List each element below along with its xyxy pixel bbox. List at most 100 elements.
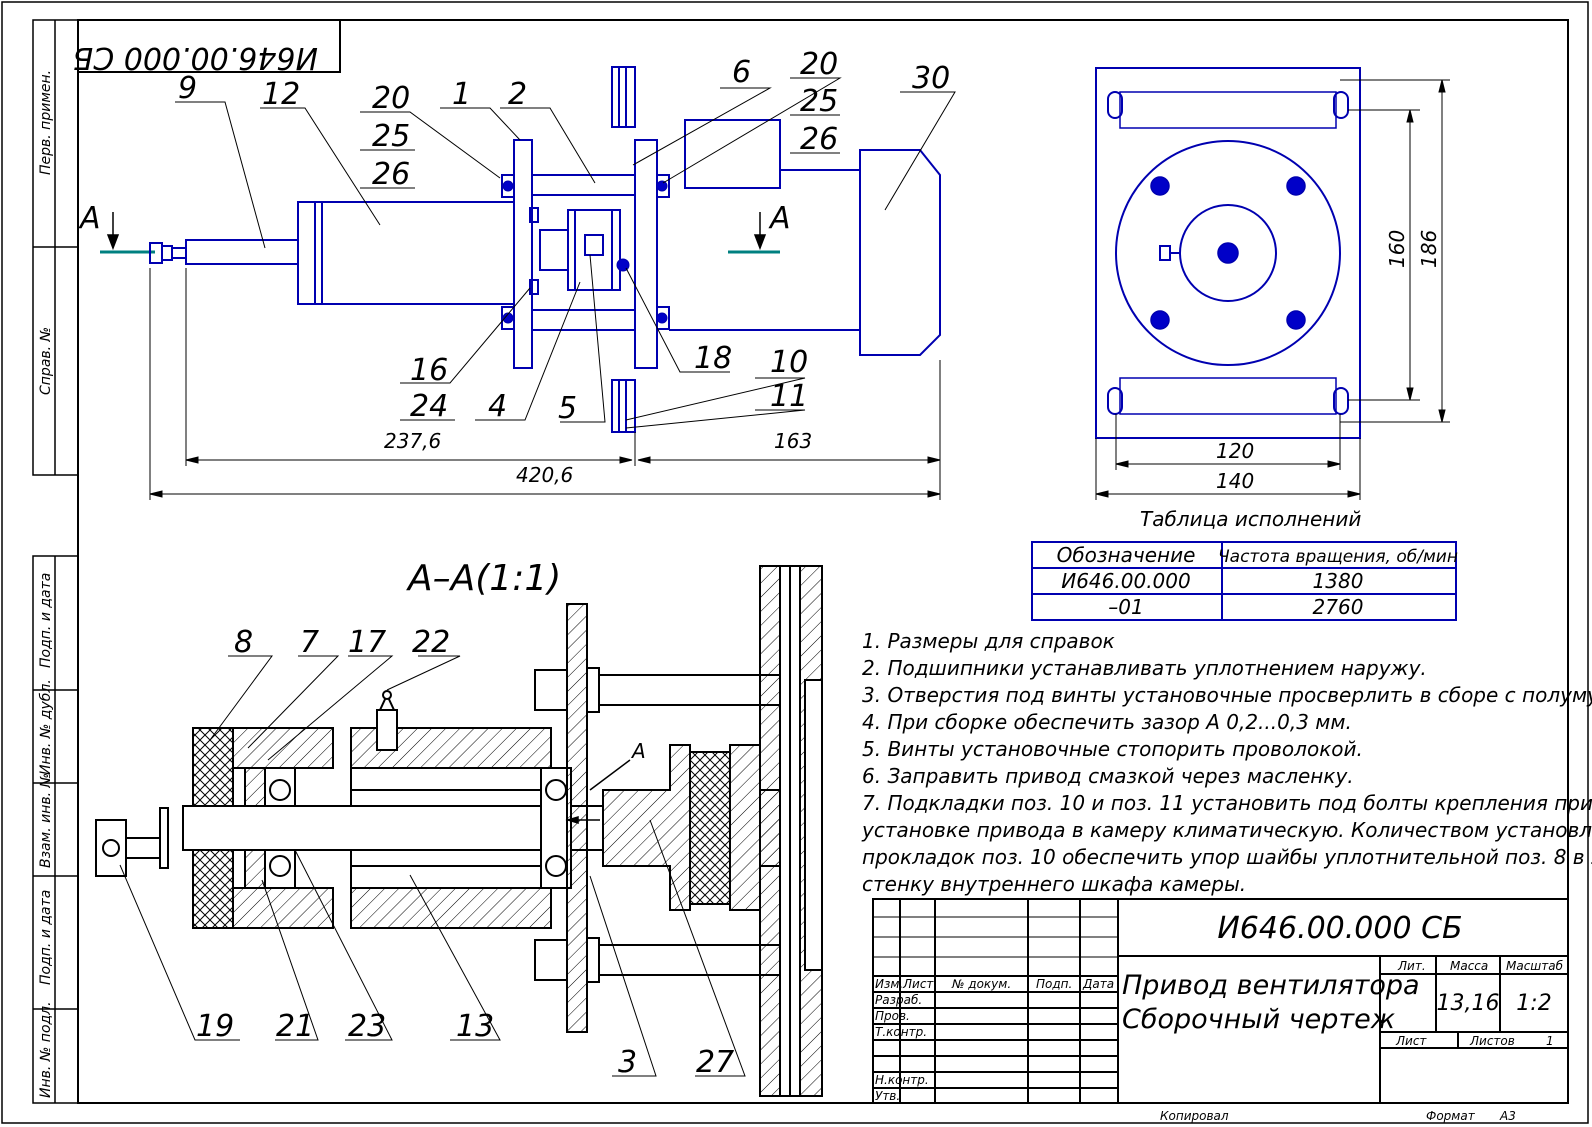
format-value: А3	[1499, 1109, 1516, 1123]
stamp-header-izm: Изм.	[875, 977, 903, 991]
top-dimension-lines	[149, 268, 941, 500]
section-title: А–А(1:1)	[406, 558, 561, 599]
title-line-1: Привод вентилятора	[1122, 970, 1420, 1001]
sheet-label: Лист	[1395, 1034, 1427, 1048]
note-7-line3: прокладок поз. 10 обеспечить упор шайбы …	[862, 845, 1592, 869]
scale-value: 1:2	[1516, 991, 1551, 1016]
title-block-text: Изм. Лист № докум. Подп. Дата Разраб. Пр…	[875, 911, 1564, 1123]
copied-label: Копировал	[1160, 1109, 1229, 1123]
dim-420-6: 420,6	[516, 463, 573, 487]
callout-10: 10	[770, 345, 808, 380]
note-3: 3. Отверстия под винты установочные прос…	[862, 683, 1592, 707]
callout-6: 6	[732, 55, 751, 90]
callout-25b: 25	[800, 84, 838, 119]
callout-23: 23	[348, 1009, 386, 1044]
gap-marker	[565, 759, 631, 825]
side-label-2: Подп. и дата	[38, 573, 54, 668]
table-row-2-frequency: 2760	[1313, 595, 1364, 619]
mass-label: Масса	[1450, 959, 1488, 973]
stamp-row-tech-control: Т.контр.	[875, 1025, 927, 1039]
callout-21: 21	[276, 1009, 314, 1044]
callout-17: 17	[348, 625, 386, 660]
side-label-3: Инв. № дубл.	[38, 679, 54, 775]
callout-11: 11	[770, 379, 808, 414]
table-header-frequency: Частота вращения, об/мин	[1218, 547, 1458, 567]
table-header-designation: Обозначение	[1057, 543, 1196, 567]
stamp-header-date: Дата	[1082, 977, 1114, 991]
section-leader-lines	[119, 655, 746, 1077]
side-label-0: Перв. примен.	[38, 70, 54, 175]
callout-20a: 20	[372, 81, 410, 116]
dim-237-6: 237,6	[384, 429, 441, 453]
callout-26a: 26	[372, 157, 410, 192]
sheets-label: Листов	[1469, 1034, 1515, 1048]
table-title: Таблица исполнений	[1140, 507, 1361, 531]
technical-notes: 1. Размеры для справок 2. Подшипники уст…	[861, 629, 1592, 896]
callout-22: 22	[412, 625, 450, 660]
gap-label: А	[630, 739, 646, 763]
end-view-dimension-lines	[1095, 79, 1450, 500]
scale-label: Масштаб	[1506, 959, 1564, 973]
note-5: 5. Винты установочные стопорить проволок…	[862, 737, 1363, 761]
stamp-row-approved: Утв.	[875, 1089, 900, 1103]
note-4: 4. При сборке обеспечить зазор А 0,2...0…	[862, 710, 1352, 734]
note-6: 6. Заправить привод смазкой через маслен…	[862, 764, 1354, 788]
callout-26b: 26	[800, 122, 838, 157]
lit-label: Лит.	[1397, 959, 1426, 973]
note-7-line1: 7. Подкладки поз. 10 и поз. 11 установит…	[862, 791, 1592, 815]
callout-7: 7	[300, 625, 319, 660]
stamp-row-checked: Пров.	[875, 1009, 910, 1023]
table-row-2-designation: –01	[1108, 595, 1143, 619]
executions-table	[1031, 541, 1457, 621]
end-view	[1095, 67, 1361, 439]
dim-163: 163	[774, 429, 812, 453]
callout-8: 8	[234, 625, 253, 660]
dim-140: 140	[1216, 469, 1254, 493]
dim-120: 120	[1216, 439, 1254, 463]
side-stamp-labels: Перв. примен. Справ. № Подп. и дата Инв.…	[38, 70, 54, 1098]
section-marker-left: А	[78, 201, 101, 236]
mass-value: 13,16	[1437, 991, 1500, 1016]
callout-25a: 25	[372, 119, 410, 154]
note-2: 2. Подшипники устанавливать уплотнением …	[862, 656, 1427, 680]
callout-19: 19	[196, 1009, 234, 1044]
title-block-code: И646.00.000 СБ	[1217, 911, 1462, 946]
stamp-header-doc: № докум.	[951, 977, 1011, 991]
callout-30: 30	[912, 61, 950, 96]
top-leader-lines	[175, 77, 956, 429]
stamp-row-developer: Разраб.	[875, 993, 922, 1007]
callout-13: 13	[456, 1009, 494, 1044]
rotated-drawing-code: И646.00.000 СБ	[73, 40, 318, 75]
title-block	[872, 898, 1569, 1104]
sheets-count: 1	[1546, 1034, 1554, 1048]
callout-16: 16	[410, 353, 448, 388]
side-label-6: Инв. № подл.	[38, 1001, 54, 1098]
stamp-row-norm-control: Н.контр.	[875, 1073, 929, 1087]
side-stamp	[32, 19, 79, 1104]
callout-5: 5	[558, 391, 577, 426]
title-line-2: Сборочный чертеж	[1122, 1004, 1396, 1035]
rotated-code-box: И646.00.000 СБ	[73, 19, 341, 75]
callout-9: 9	[178, 71, 197, 106]
note-1: 1. Размеры для справок	[862, 629, 1115, 653]
callout-27: 27	[696, 1045, 734, 1080]
main-view	[100, 66, 941, 433]
callout-20b: 20	[800, 47, 838, 82]
side-label-4: Взам. инв. №	[38, 773, 54, 868]
note-7-line4: стенку внутреннего шкафа камеры.	[862, 872, 1246, 896]
section-arrows	[106, 212, 767, 251]
dim-160: 160	[1385, 230, 1409, 268]
callout-4: 4	[488, 389, 507, 424]
table-row-1-designation: И646.00.000	[1061, 569, 1190, 593]
section-marker-right: А	[768, 201, 791, 236]
section-view	[95, 565, 823, 1097]
callout-2: 2	[508, 77, 527, 112]
section-callouts: 8 7 17 22 19 21 23 13 3 27	[196, 625, 734, 1080]
callout-24: 24	[410, 389, 448, 424]
side-label-1: Справ. №	[38, 327, 54, 395]
end-view-bolts	[1150, 176, 1306, 330]
note-7-line2: установке привода в камеру климатическую…	[861, 818, 1592, 842]
side-label-5: Подп. и дата	[38, 890, 54, 985]
format-label: Формат	[1426, 1109, 1476, 1123]
